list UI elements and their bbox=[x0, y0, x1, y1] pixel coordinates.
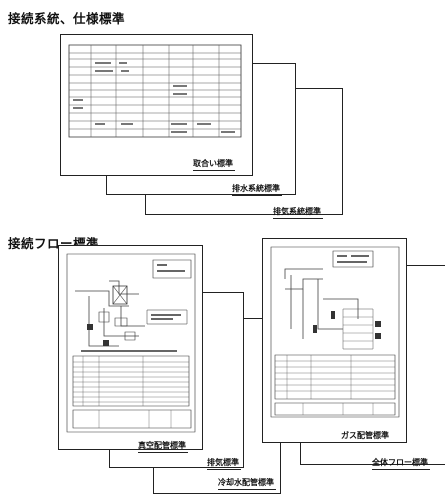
flow-sheet-gas bbox=[262, 238, 407, 443]
flow-sheet-vacuum bbox=[58, 245, 203, 450]
flow-label-exhaust: 排気標準 bbox=[207, 457, 241, 470]
spec-label-exhaust: 排気系統標準 bbox=[273, 206, 323, 219]
flow-label-cooling-water: 冷却水配管標準 bbox=[218, 477, 276, 490]
section-title-spec: 接続系統、仕様標準 bbox=[8, 11, 126, 26]
gas-piping-drawing bbox=[263, 239, 406, 442]
interface-table-drawing bbox=[61, 35, 252, 175]
flow-label-gas: ガス配管標準 bbox=[341, 430, 391, 443]
spec-label-drain: 排水系統標準 bbox=[232, 183, 282, 196]
spec-label-interface: 取合い標準 bbox=[193, 158, 235, 171]
flow-label-vacuum: 真空配管標準 bbox=[138, 440, 188, 453]
spec-sheet-interface bbox=[60, 34, 253, 176]
vacuum-piping-drawing bbox=[59, 246, 202, 449]
flow-label-overall: 全体フロー標準 bbox=[372, 457, 430, 470]
